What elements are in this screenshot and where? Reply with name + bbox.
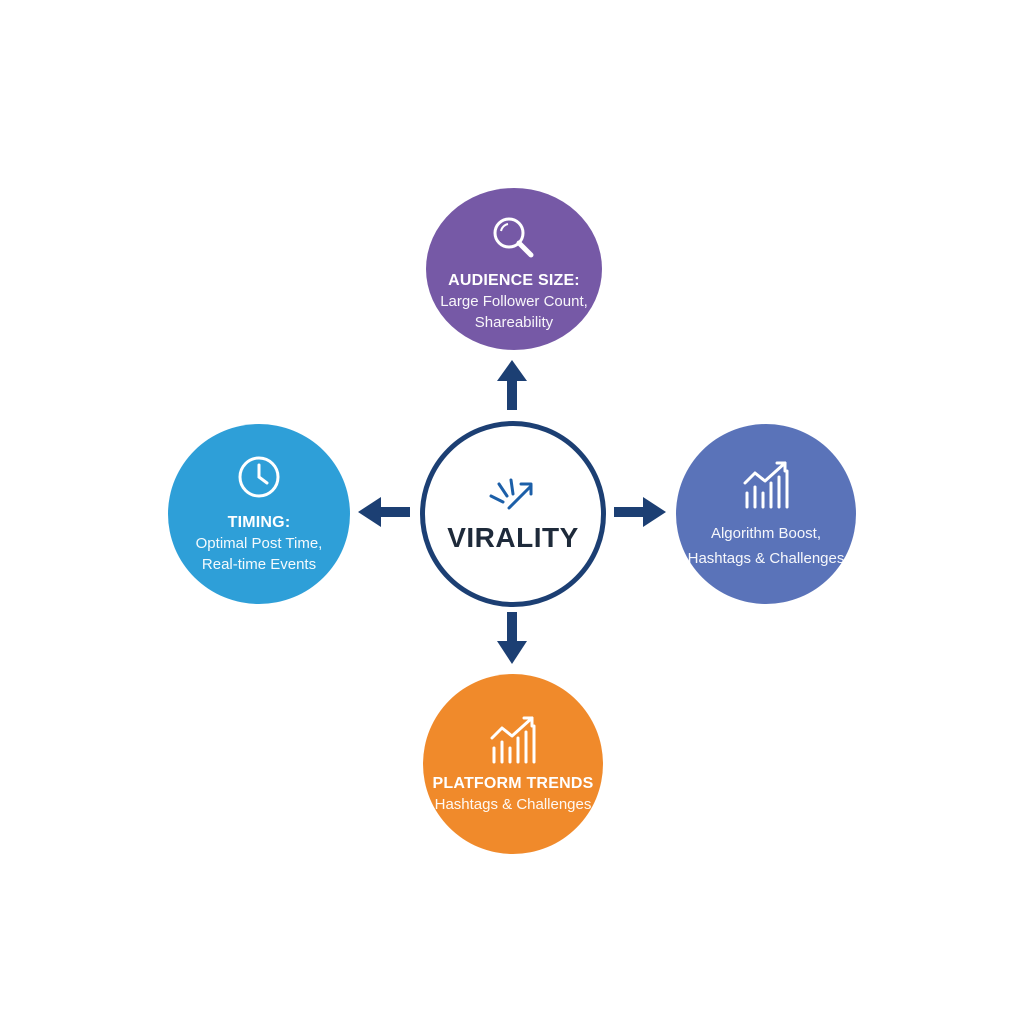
algorithm-line-2: Hashtags & Challenges [687, 550, 845, 567]
timing-line-1: Optimal Post Time, [195, 535, 323, 552]
center-label: VIRALITY [447, 522, 579, 553]
node-timing: TIMING: Optimal Post Time, Real-time Eve… [168, 424, 350, 604]
node-virality-center: VIRALITY [420, 421, 606, 607]
arrow-right [614, 497, 666, 527]
arrow-left [358, 497, 410, 527]
growth-chart-icon [490, 716, 536, 763]
timing-line-2: Real-time Events [201, 556, 317, 573]
trends-title: PLATFORM TRENDS [432, 774, 594, 792]
timing-title: TIMING: [227, 514, 291, 531]
arrow-up [497, 360, 527, 410]
burst-arrow-icon [489, 478, 533, 510]
audience-line-2: Shareability [474, 314, 554, 331]
clock-icon [238, 456, 280, 498]
node-platform-trends: PLATFORM TRENDS Hashtags & Challenges [423, 674, 603, 854]
magnifier-icon [493, 217, 534, 258]
node-algorithm: Algorithm Boost, Hashtags & Challenges [676, 424, 856, 604]
trends-line-1: Hashtags & Challenges [434, 795, 592, 813]
node-audience-size: AUDIENCE SIZE: Large Follower Count, Sha… [426, 188, 602, 350]
audience-title: AUDIENCE SIZE: [448, 272, 580, 289]
growth-chart-icon [743, 461, 789, 509]
algorithm-line-1: Algorithm Boost, [710, 525, 822, 542]
arrow-down [497, 612, 527, 664]
audience-line-1: Large Follower Count, [440, 293, 588, 310]
